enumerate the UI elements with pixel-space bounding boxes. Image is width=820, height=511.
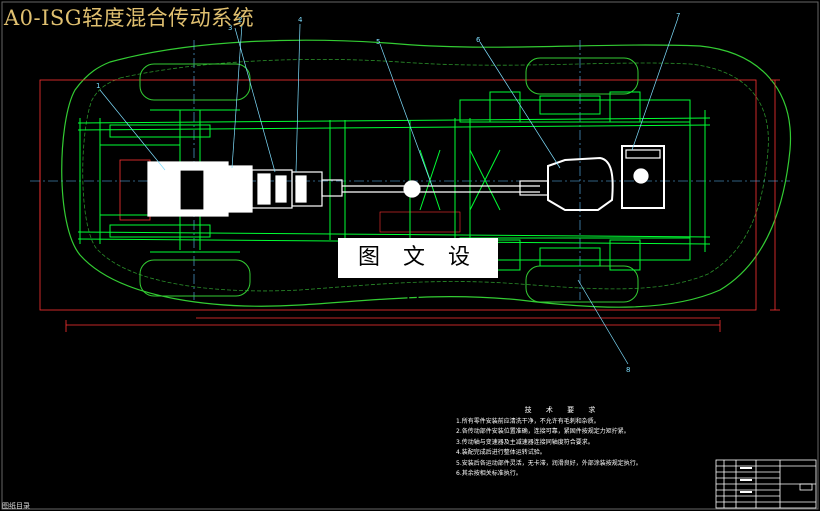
callout-leaders: [99, 17, 679, 365]
powertrain: [147, 145, 665, 217]
requirement-line: 3.传动轴与变速器及主减速器连接同轴度符合要求。: [456, 438, 594, 446]
callout-1: 1: [96, 82, 100, 90]
callout-3: 3: [228, 24, 232, 32]
body-outline: [61, 39, 792, 308]
callout-5: 5: [376, 38, 380, 46]
wheel-front-left: [139, 63, 251, 101]
isg-motor: [217, 165, 253, 213]
wheel-rear-left: [525, 57, 639, 95]
footer-label: 图纸目录: [2, 502, 30, 510]
callout-numbers: 1 2 3 4 5 6 7 8: [96, 12, 680, 374]
rear-axle-differential: [547, 156, 614, 211]
callout-2: 2: [238, 16, 242, 24]
battery-pack: [621, 145, 665, 209]
drawing-title: A0-ISG轻度混合传动系统: [4, 6, 255, 30]
body-inner-outline: [82, 59, 769, 292]
technical-requirements: 技 术 要 求 1.所有零件安装前应清洗干净，不允许有毛刺和杂质。 2.各传动部…: [456, 405, 670, 480]
technical-requirements-title: 技 术 要 求: [524, 406, 602, 414]
requirement-line: 2.各传动部件安装位置准确，连接可靠，紧固件按规定力矩拧紧。: [456, 428, 630, 435]
requirement-line: 5.安装后各运动部件灵活，无卡滞，润滑良好，外部涂装按规定执行。: [456, 459, 642, 467]
requirement-line: 4.装配完成后进行整体运转试验。: [456, 449, 546, 456]
requirement-line: 6.其余按相关标准执行。: [456, 470, 522, 477]
callout-4: 4: [298, 16, 303, 24]
wheel-front-right: [139, 259, 251, 297]
title-block: [715, 459, 817, 509]
watermark-label: 图 文 设 计: [338, 238, 498, 310]
callout-6: 6: [476, 36, 481, 44]
wheel-rear-right: [525, 265, 639, 303]
callout-8: 8: [626, 366, 630, 374]
requirement-line: 1.所有零件安装前应清洗干净，不允许有毛刺和杂质。: [456, 417, 600, 425]
callout-7: 7: [676, 12, 680, 20]
